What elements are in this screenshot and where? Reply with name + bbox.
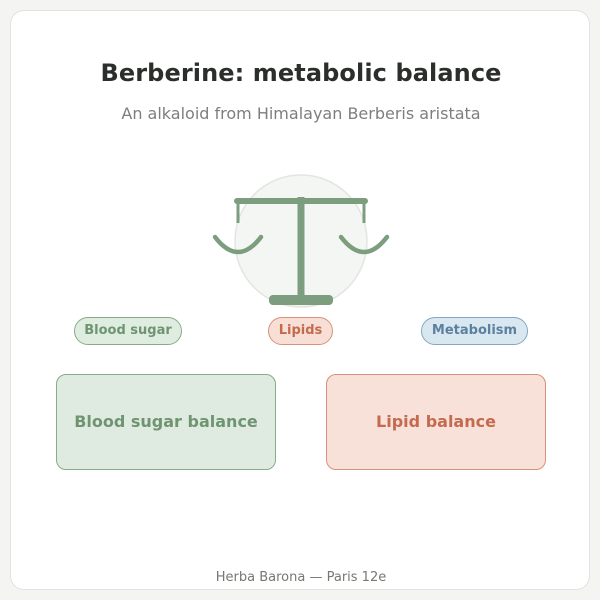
- tag-lipids: Lipids: [268, 317, 333, 345]
- lipid-balance-box: Lipid balance: [326, 374, 546, 470]
- balance-scale-icon: [212, 174, 390, 308]
- page-subtitle: An alkaloid from Himalayan Berberis aris…: [121, 104, 481, 123]
- blood-sugar-balance-box: Blood sugar balance: [56, 374, 276, 470]
- scale-left-pan: [212, 234, 264, 255]
- tag-blood-sugar: Blood sugar: [74, 317, 182, 345]
- page-title: Berberine: metabolic balance: [100, 59, 502, 87]
- scale-base: [269, 295, 333, 305]
- scale-right-pan: [338, 234, 390, 255]
- tag-metabolism: Metabolism: [421, 317, 528, 345]
- footer-credit: Herba Barona — Paris 12e: [215, 570, 387, 585]
- card: Berberine: metabolic balance An alkaloid…: [10, 10, 590, 590]
